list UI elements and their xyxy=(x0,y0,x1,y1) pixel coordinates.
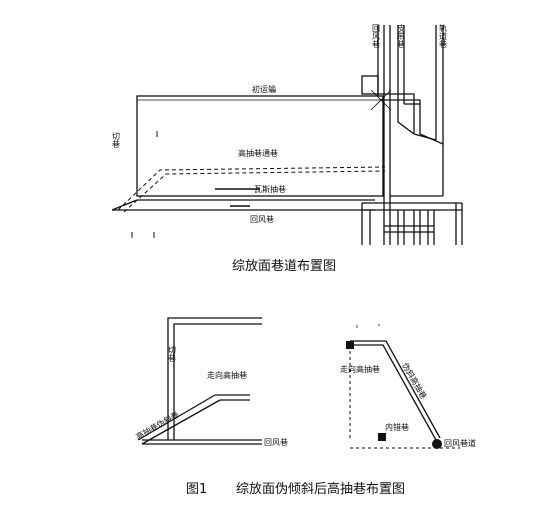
slope-lane-line xyxy=(137,394,216,441)
label-return-chute: 回风巷 xyxy=(250,215,274,224)
figure-number: 图1 xyxy=(186,482,207,497)
return-shaft-box xyxy=(361,75,379,95)
label-br-inner-lane: 内错巷 xyxy=(385,422,409,432)
working-face-outline xyxy=(136,95,384,197)
label-return-air-lane: 回风巷 xyxy=(372,24,381,48)
label-belt-lane: 皮带巷 xyxy=(397,23,406,48)
label-bl-cut-lane: 切巷 xyxy=(168,346,177,362)
label-br-return-lane: 回风巷道 xyxy=(444,438,476,448)
label-gas-lane: 瓦斯抽巷 xyxy=(254,184,286,194)
label-bl-return-chute: 回风巷 xyxy=(264,438,288,447)
label-bl-drainage-lane: 走向高抽巷 xyxy=(207,370,247,380)
label-br-drainage-lane: 走向高抽巷 xyxy=(340,364,380,374)
label-cut-lane: 切巷 xyxy=(112,132,121,148)
return-point-marker xyxy=(432,439,442,449)
top-diagram-caption: 综放面巷道布置图 xyxy=(232,259,336,274)
label-br-slope-lane: 伪斜高抽巷 xyxy=(400,361,429,401)
label-track-lane: 轨道巷 xyxy=(439,23,448,48)
label-initial-haulage: 初运输 xyxy=(252,84,276,94)
label-high-drainage: 高抽巷通巷 xyxy=(238,148,278,158)
figure-caption: 综放面伪倾斜后高抽巷布置图 xyxy=(236,481,405,497)
high-drainage-dashed xyxy=(117,166,386,211)
slope-high-drainage xyxy=(350,344,437,441)
cut-lane-outline xyxy=(167,317,262,440)
